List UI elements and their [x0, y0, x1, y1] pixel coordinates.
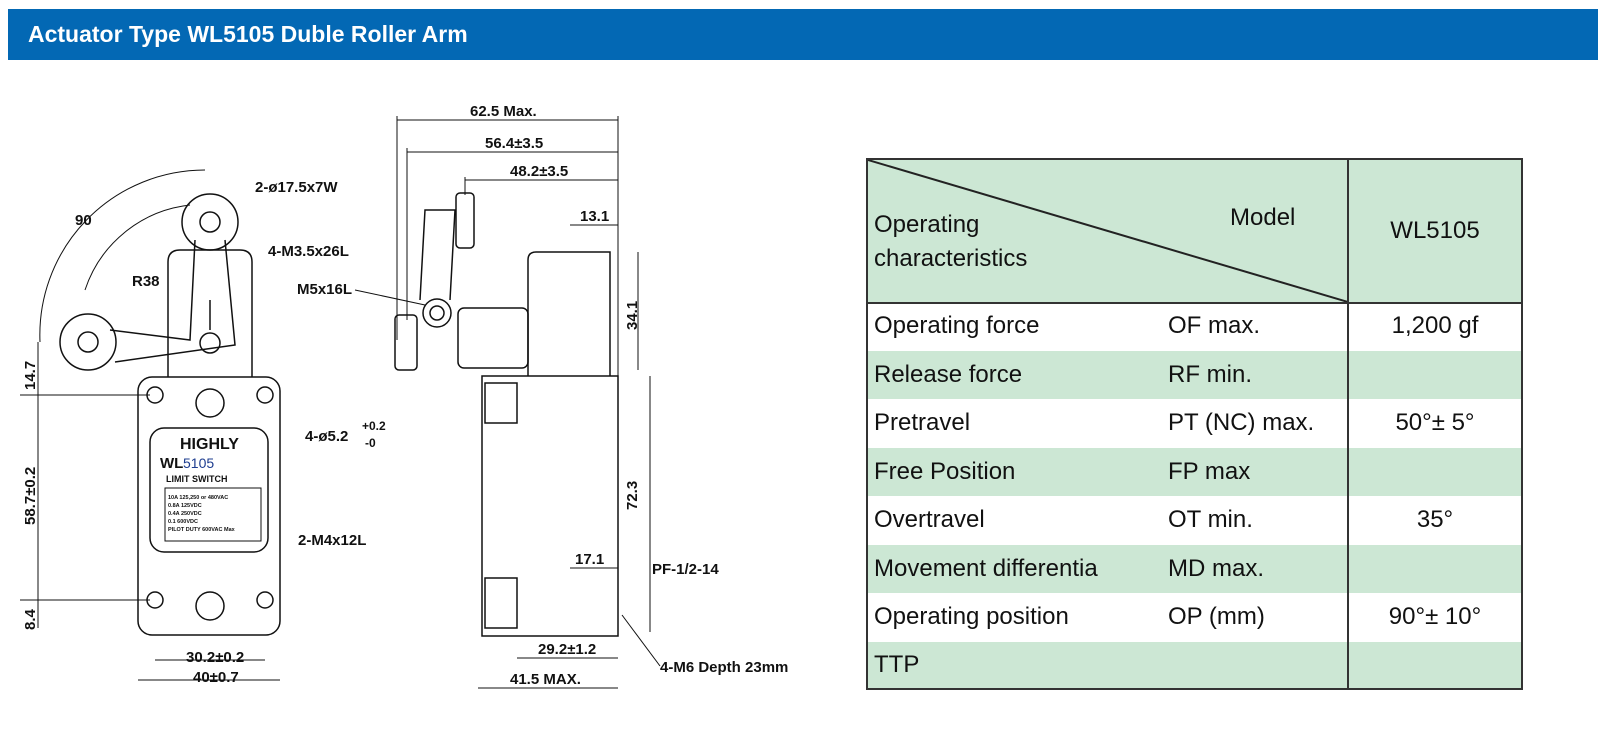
dim-34-1: 34.1 [624, 301, 641, 330]
row-code: MD max. [1168, 554, 1264, 582]
dim-8-4: 8.4 [22, 608, 39, 630]
dim-29-2: 29.2±1.2 [538, 641, 596, 658]
model-prefix: WL [160, 455, 183, 472]
model-number: 5105 [183, 455, 214, 471]
row-value: 1,200 gf [1391, 312, 1479, 340]
row-name: Pretravel [874, 409, 971, 437]
table-header: Operating characteristics Model WL5105 [868, 160, 1521, 304]
row-value: 90°± 10° [1388, 603, 1482, 631]
dim-62-5: 62.5 Max. [470, 103, 537, 120]
dim-41-5: 41.5 MAX. [510, 671, 581, 688]
dim-m6: 4-M6 Depth 23mm [660, 659, 788, 676]
dim-roller: 2-ø17.5x7W [255, 179, 338, 196]
header-model-label: Model [1230, 204, 1296, 231]
row-name: Release force [874, 360, 1023, 388]
table-row: Pretravel PT (NC) max. 50°± 5° [868, 399, 1521, 448]
row-code: OT min. [1168, 506, 1253, 534]
table-row: TTP [868, 641, 1521, 688]
section-title: Actuator Type WL5105 Duble Roller Arm [28, 21, 468, 47]
dim-14-7: 14.7 [22, 361, 39, 390]
switch-type: LIMIT SWITCH [166, 474, 228, 484]
dim-hole: 4-ø5.2 [305, 428, 348, 445]
dim-72-3: 72.3 [624, 481, 641, 510]
dim-17-1: 17.1 [575, 551, 604, 568]
dim-m5: M5x16L [297, 281, 352, 298]
row-code: FP max [1168, 457, 1251, 485]
table-row: Free Position FP max [868, 447, 1521, 496]
row-value: 50°± 5° [1395, 409, 1475, 437]
dim-screw: 4-M3.5x26L [268, 243, 349, 260]
dim-40: 40±0.7 [193, 669, 239, 686]
header-model: WL5105 [1390, 217, 1480, 244]
front-dimension-labels: 90 2-ø17.5x7W 4-M3.5x26L R38 14.7 4-ø5.2… [22, 179, 386, 686]
diagonal-divider [868, 160, 1348, 302]
dim-56-4: 56.4±3.5 [485, 135, 543, 152]
rating: 0.8A 125VDC [168, 503, 202, 509]
row-name: Free Position [874, 457, 1016, 485]
column-divider [1347, 160, 1349, 688]
side-dimension-labels: 62.5 Max. 56.4±3.5 48.2±3.5 13.1 M5x16L … [297, 103, 788, 688]
brand-logo: HIGHLY [180, 436, 239, 453]
dimension-drawing: 90 2-ø17.5x7W 4-M3.5x26L R38 14.7 4-ø5.2… [20, 103, 788, 689]
row-name: Movement differentia [874, 554, 1098, 582]
dim-tol-plus: +0.2 [362, 419, 386, 433]
dim-radius: R38 [132, 273, 160, 290]
row-value: 35° [1416, 506, 1454, 534]
dim-angle: 90 [75, 212, 92, 229]
rating: 0.4A 250VDC [168, 511, 202, 517]
row-code: PT (NC) max. [1168, 409, 1315, 437]
dim-tol-minus: -0 [365, 436, 376, 450]
dim-58-7: 58.7±0.2 [22, 467, 39, 525]
dim-30-2: 30.2±0.2 [186, 649, 244, 666]
rating: 0.1 600VDC [168, 519, 198, 525]
dim-pf: PF-1/2-14 [652, 561, 719, 578]
row-name: Overtravel [874, 506, 985, 534]
rating: 10A 125,250 or 480VAC [168, 495, 228, 501]
header-characteristics: Operating characteristics [874, 211, 1028, 272]
table-row: Release force RF min. [868, 350, 1521, 399]
side-view [354, 116, 661, 689]
table-row: Operating position OP (mm) 90°± 10° [868, 593, 1521, 642]
nameplate: HIGHLY WL 5105 LIMIT SWITCH 10A 125,250 … [160, 436, 239, 533]
section-header: Actuator Type WL5105 Duble Roller Arm [8, 9, 1598, 60]
row-code: RF min. [1168, 360, 1252, 388]
row-code: OF max. [1168, 312, 1261, 340]
front-view [20, 169, 281, 681]
dim-48-2: 48.2±3.5 [510, 163, 568, 180]
table-row: Movement differentia MD max. [868, 544, 1521, 593]
row-name: Operating position [874, 603, 1069, 631]
dim-13-1: 13.1 [580, 208, 609, 225]
row-name: Operating force [874, 312, 1040, 340]
row-code: OP (mm) [1168, 603, 1265, 631]
dim-m4: 2-M4x12L [298, 532, 366, 549]
table-row: Overtravel OT min. 35° [868, 496, 1521, 545]
row-name: TTP [874, 650, 920, 678]
table-row: Operating force OF max. 1,200 gf [868, 302, 1521, 351]
operating-characteristics-table: Operating characteristics Model WL5105 O… [866, 158, 1523, 690]
rating: PILOT DUTY 600VAC Max [168, 527, 236, 533]
